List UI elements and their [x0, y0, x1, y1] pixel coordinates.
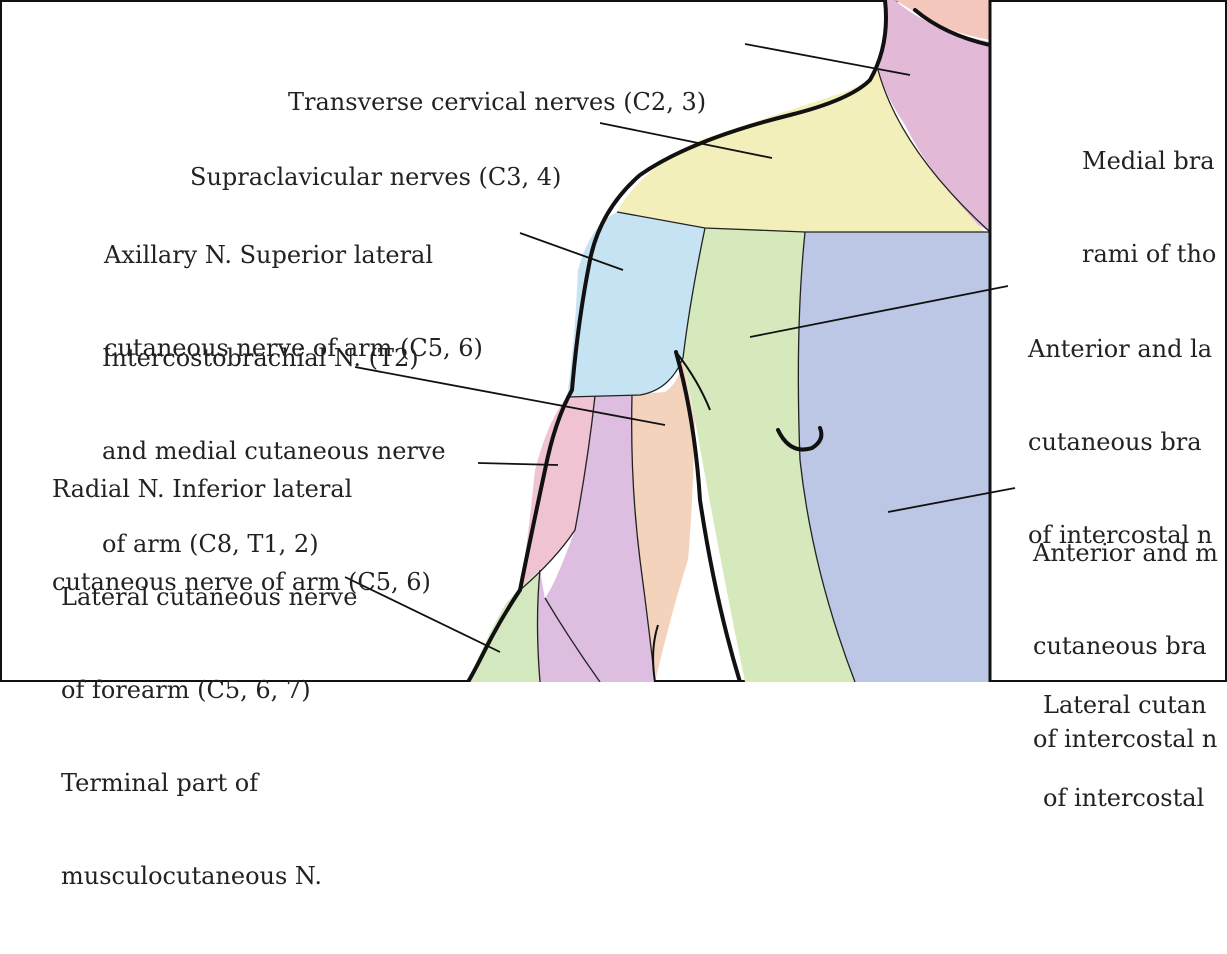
leader-anterior-lateral — [749, 285, 1009, 338]
deltoid-region — [567, 212, 705, 397]
trunk-region — [798, 232, 990, 682]
arm-radial-region — [520, 396, 595, 590]
label-lateral-cutaneous: Lateral cutan of intercostal — [1043, 691, 1207, 812]
label-radial: Radial N. Inferior lateral cutaneous ner… — [52, 475, 431, 596]
leader-radial — [477, 462, 559, 466]
label-supraclavicular: Supraclavicular nerves (C3, 4) — [190, 163, 562, 191]
label-lateral-forearm: Lateral cutaneous nerve of forearm (C5, … — [61, 583, 358, 890]
face-region — [895, 0, 990, 40]
arm-intercostobrachial-region — [631, 358, 695, 682]
leader-lateral-forearm — [344, 576, 501, 653]
axilla-outline — [674, 350, 742, 682]
chest-strip-region — [683, 228, 855, 682]
forearm-region — [468, 570, 540, 682]
jaw-outline — [913, 8, 990, 47]
leader-axillary — [519, 232, 624, 271]
leader-intercostobrachial — [354, 366, 666, 426]
label-axillary: Axillary N. Superior lateral cutaneous n… — [104, 241, 483, 362]
leader-anterior-medial — [887, 487, 1016, 513]
neck-outline — [466, 0, 888, 682]
dermatome-diagram — [0, 0, 1227, 682]
label-anterior-medial: Anterior and m cutaneous bra of intercos… — [1033, 539, 1218, 753]
label-anterior-lateral: Anterior and la cutaneous bra of interco… — [1028, 335, 1213, 549]
leader-transverse-cervical — [744, 43, 911, 76]
label-intercostobrachial: Intercostobrachial N. (T2) and medial cu… — [102, 344, 446, 558]
label-medial-branches: Medial bra rami of tho — [1082, 147, 1217, 268]
neck-region — [878, 0, 990, 232]
leader-supraclavicular — [599, 122, 773, 159]
arm-medial-region — [545, 395, 655, 682]
label-transverse-cervical: Transverse cervical nerves (C2, 3) — [288, 88, 707, 116]
nipple-outline — [776, 426, 824, 452]
forearm-medial-region — [537, 570, 600, 682]
